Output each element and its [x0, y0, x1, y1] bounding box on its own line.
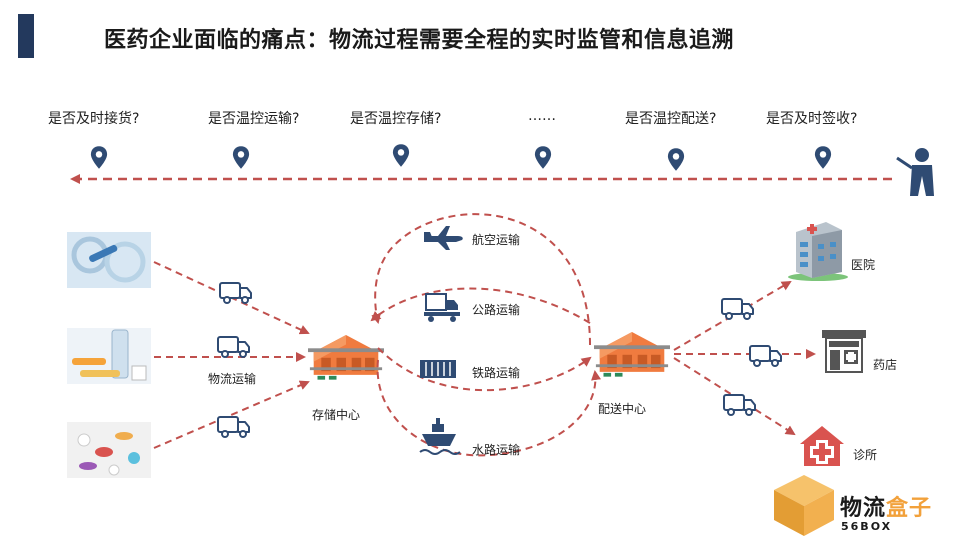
hospital-icon	[788, 222, 848, 281]
pills-image	[67, 422, 151, 478]
question-receive: 是否及时接货?	[48, 111, 140, 127]
location-pin-icon	[392, 144, 410, 167]
logo-main-text: 物流	[840, 496, 887, 521]
ship-icon	[419, 418, 461, 455]
airplane-icon	[424, 226, 463, 250]
vials-image	[67, 232, 151, 288]
title-accent-bar	[18, 14, 34, 58]
question-storage-temp: 是否温控存储?	[350, 111, 442, 127]
label-logistics-transport: 物流运输	[208, 372, 257, 386]
storage-warehouse-icon	[308, 335, 384, 380]
logo-subtext: 56BOX	[841, 520, 893, 533]
truck-icon	[749, 345, 782, 367]
outbound-arrow	[673, 280, 792, 351]
location-pin-icon	[667, 148, 685, 171]
logo-box-icon	[774, 475, 834, 536]
transport-loop-arc	[376, 359, 601, 457]
label-hospital: 医院	[851, 258, 876, 272]
label-clinic: 诊所	[853, 448, 878, 462]
question-ellipsis: ……	[528, 108, 556, 124]
truck-icon	[217, 416, 250, 438]
logo-highlight-text: 盒子	[886, 496, 933, 521]
question-delivery-temp: 是否温控配送?	[625, 111, 717, 127]
truck-icon	[723, 394, 756, 416]
location-pin-icon	[232, 146, 250, 169]
truck-icon	[721, 298, 754, 320]
container-icon	[420, 360, 456, 378]
ampoules-image	[67, 328, 151, 384]
page-title: 医药企业面临的痛点：物流过程需要全程的实时监管和信息追溯	[104, 28, 735, 53]
rail-route-arc	[377, 347, 592, 392]
distribution-warehouse-icon	[594, 332, 670, 377]
pharmacy-icon	[822, 330, 866, 373]
road-route-arc	[370, 287, 591, 324]
label-water-transport: 水路运输	[472, 443, 521, 457]
question-transport-temp: 是否温控运输?	[208, 111, 300, 127]
location-pin-icon	[90, 146, 108, 169]
label-pharmacy: 药店	[873, 358, 898, 372]
question-signoff: 是否及时签收?	[766, 111, 858, 127]
label-road-transport: 公路运输	[472, 303, 521, 317]
label-rail-transport: 铁路运输	[472, 366, 521, 380]
label-storage-center: 存储中心	[312, 408, 361, 422]
label-air-transport: 航空运输	[472, 233, 521, 247]
label-distribution-center: 配送中心	[598, 402, 647, 416]
road-truck-icon	[424, 293, 460, 322]
inbound-arrow	[153, 380, 310, 449]
truck-icon	[217, 336, 250, 358]
location-pin-icon	[814, 146, 832, 169]
person-icon	[896, 148, 934, 196]
clinic-icon	[800, 426, 844, 466]
logo-wordmark: 物流盒子	[840, 490, 932, 522]
location-pin-icon	[534, 146, 552, 169]
